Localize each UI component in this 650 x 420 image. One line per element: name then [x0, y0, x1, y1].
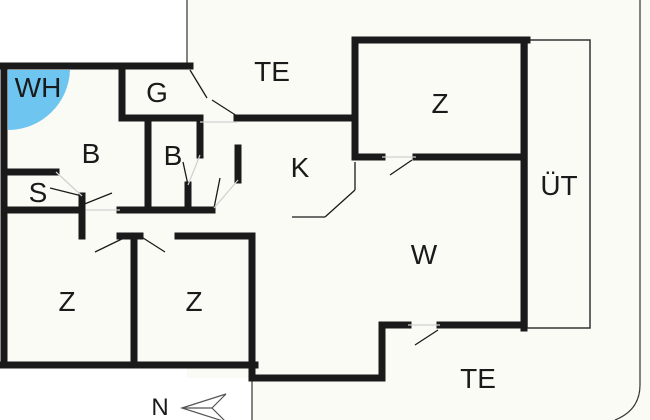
- room-label-te-top: TE: [254, 56, 290, 87]
- door-swings: [49, 69, 439, 346]
- utility-room-outline: [526, 39, 591, 329]
- room-label-z-mid: Z: [185, 286, 203, 317]
- door-openings: [55, 121, 440, 326]
- room-label-g: G: [146, 77, 168, 108]
- room-label-wh: WH: [14, 72, 62, 103]
- walls: [0, 36, 531, 382]
- room-label-k: K: [290, 152, 310, 183]
- room-label-z-left: Z: [58, 286, 76, 317]
- terrace-outline: [186, 0, 641, 420]
- north-arrow-icon: [180, 393, 227, 420]
- water-heater-zone: [8, 70, 70, 130]
- room-label-b-left: B: [81, 138, 101, 169]
- room-label-s: S: [28, 177, 48, 208]
- room-label-ut: ÜT: [540, 170, 578, 201]
- room-label-w: W: [410, 239, 438, 270]
- room-label-b-mid: B: [163, 140, 183, 171]
- room-label-te-bottom: TE: [460, 363, 496, 394]
- compass-label: N: [151, 394, 169, 420]
- room-label-z-top: Z: [431, 88, 449, 119]
